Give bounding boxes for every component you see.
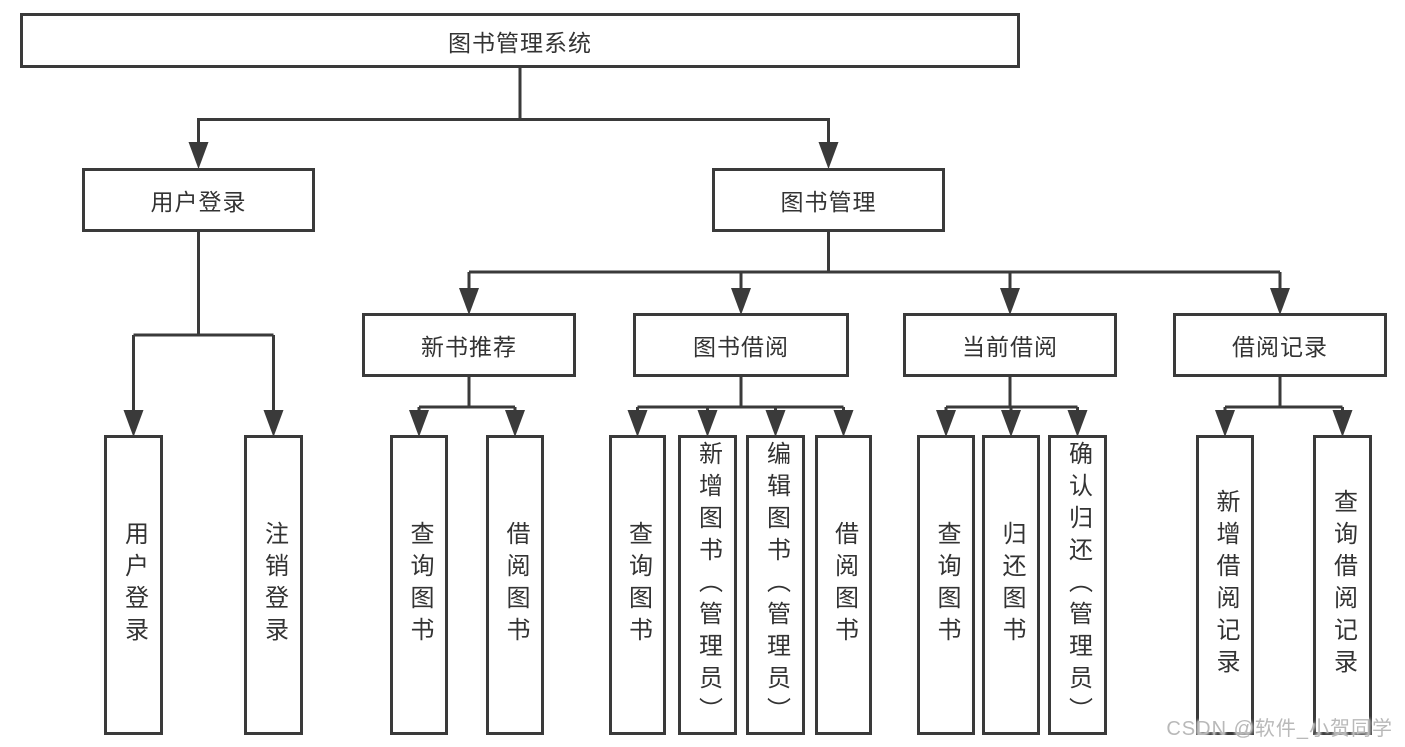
node-root-label: 图书管理系统 [448,29,592,56]
connector-borrowing-records [1223,377,1344,413]
node-current-borrowing-label: 当前借阅 [962,334,1058,360]
connector-new-book-recommend [417,377,517,413]
leaf-query-borrow-record-label: 查询借阅记录 [1329,489,1357,681]
node-user-login: 用户登录 [82,168,315,232]
leaf-query-books-current: 查询图书 [917,435,975,735]
leaf-borrow-books-recommend: 借阅图书 [486,435,544,735]
node-book-management-label: 图书管理 [780,189,877,215]
leaf-borrow-books-borrowing: 借阅图书 [815,435,872,735]
leaf-return-books: 归还图书 [982,435,1040,735]
node-borrowing-records: 借阅记录 [1173,313,1387,377]
node-book-borrowing-label: 图书借阅 [693,334,789,360]
leaf-logout: 注销登录 [244,435,303,735]
leaf-query-borrow-record: 查询借阅记录 [1313,435,1372,735]
leaf-add-borrow-record-label: 新增借阅记录 [1212,489,1239,681]
connector-user-login [132,232,275,413]
leaf-logout-label: 注销登录 [260,521,288,649]
leaf-add-books-admin: 新增图书（管理员） [678,435,737,735]
leaf-edit-books-admin-label: 编辑图书（管理员） [762,441,790,729]
connector-book-management [467,232,1282,291]
leaf-user-login-label: 用户登录 [120,521,148,649]
arrowheads [123,142,1353,437]
node-user-login-label: 用户登录 [150,189,247,215]
leaf-query-books-current-label: 查询图书 [933,521,960,649]
leaf-confirm-return-admin-label: 确认归还（管理员） [1064,441,1092,729]
node-book-management: 图书管理 [712,168,945,232]
leaf-edit-books-admin: 编辑图书（管理员） [746,435,805,735]
csdn-watermark: CSDN @软件_小贺同学 [1166,718,1393,740]
leaf-confirm-return-admin: 确认归还（管理员） [1048,435,1107,735]
node-book-borrowing: 图书借阅 [633,313,849,377]
leaf-borrow-books-borrowing-label: 借阅图书 [830,521,858,649]
node-current-borrowing: 当前借阅 [903,313,1117,377]
leaf-query-books-recommend-label: 查询图书 [406,521,433,649]
connector-current-borrowing [944,377,1079,413]
leaf-query-books-borrowing: 查询图书 [609,435,666,735]
connector-book-borrowing [636,377,845,413]
leaf-user-login: 用户登录 [104,435,163,735]
leaf-query-books-borrowing-label: 查询图书 [624,521,652,649]
node-borrowing-records-label: 借阅记录 [1232,334,1328,360]
leaf-query-books-recommend: 查询图书 [390,435,448,735]
node-new-book-recommend: 新书推荐 [362,313,576,377]
connector-root [197,68,830,145]
leaf-add-borrow-record: 新增借阅记录 [1196,435,1254,735]
leaf-borrow-books-recommend-label: 借阅图书 [502,521,529,649]
leaf-add-books-admin-label: 新增图书（管理员） [694,441,722,729]
leaf-return-books-label: 归还图书 [998,521,1025,649]
node-new-book-recommend-label: 新书推荐 [421,334,517,360]
node-root: 图书管理系统 [20,13,1020,68]
